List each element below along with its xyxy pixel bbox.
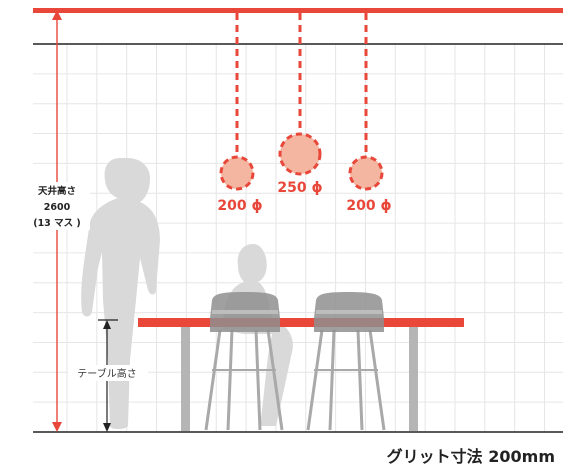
- pendant-lamp-icon: [219, 155, 255, 191]
- standing-person-silhouette-icon: [81, 158, 160, 429]
- ceiling-label-bg: [24, 182, 90, 230]
- table-leg-left: [181, 326, 190, 431]
- table-top: [138, 318, 464, 327]
- grid-size-caption: グリット寸法 200mm: [387, 447, 555, 466]
- table-height-label: テーブル高さ: [77, 367, 136, 380]
- table-height-label-bg: [68, 365, 148, 381]
- chair-left-icon: [204, 329, 284, 431]
- ceiling-slab: [33, 8, 563, 13]
- pendant-label-left: 200 ϕ: [217, 198, 262, 214]
- pendant-label-right: 200 ϕ: [346, 198, 391, 214]
- chair-left-backrest: [210, 292, 280, 332]
- chair-right-icon: [306, 329, 386, 431]
- table-leg-right: [409, 326, 418, 431]
- pendant-lamp-icon: [348, 155, 384, 191]
- ceiling-label-line3: (13 マス ): [33, 218, 81, 229]
- chair-right-backrest: [314, 292, 384, 332]
- ceiling-label-line1: 天井高さ: [38, 185, 76, 197]
- pendant-label-center: 250 ϕ: [277, 180, 322, 196]
- ceiling-label-line2: 2600: [44, 202, 71, 213]
- pendant-lamp-icon: [278, 132, 322, 176]
